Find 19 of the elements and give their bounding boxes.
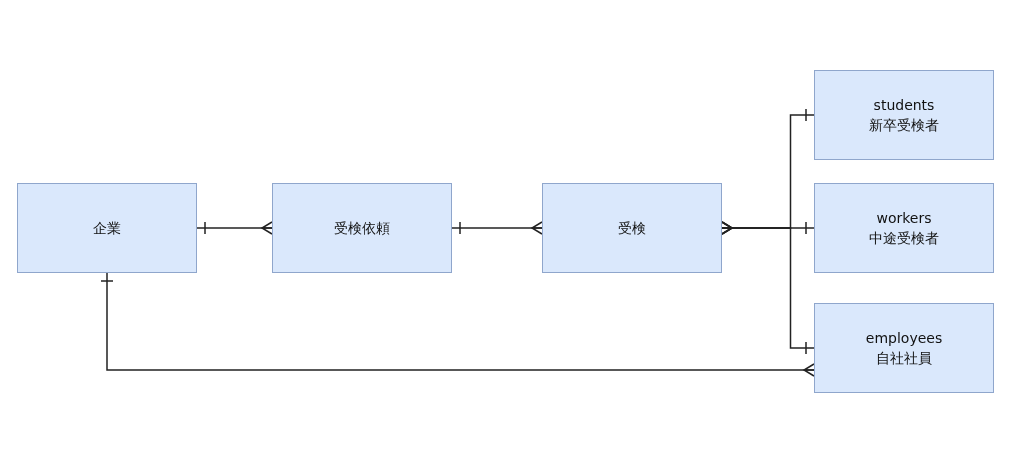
entity-label: 受検 [618,219,646,238]
entity-label: workers [876,209,932,228]
entity-label: students [873,96,935,115]
entity-label: 自社社員 [876,349,932,368]
entity-label: 中途受検者 [869,229,939,248]
entity-label: employees [865,329,943,348]
relationship-line [451,221,543,235]
relationship-line [721,221,815,355]
entity-box [272,183,452,273]
entity-box [814,303,994,393]
entity-box [814,183,994,273]
entity-box [542,183,722,273]
relationship-line [100,272,815,377]
entity-box [814,70,994,160]
entity-label: 受検依頼 [334,219,390,238]
entity-box [17,183,197,273]
relationship-line [196,221,273,235]
entity-label: 企業 [93,219,121,238]
entity-label: 新卒受検者 [869,116,939,135]
